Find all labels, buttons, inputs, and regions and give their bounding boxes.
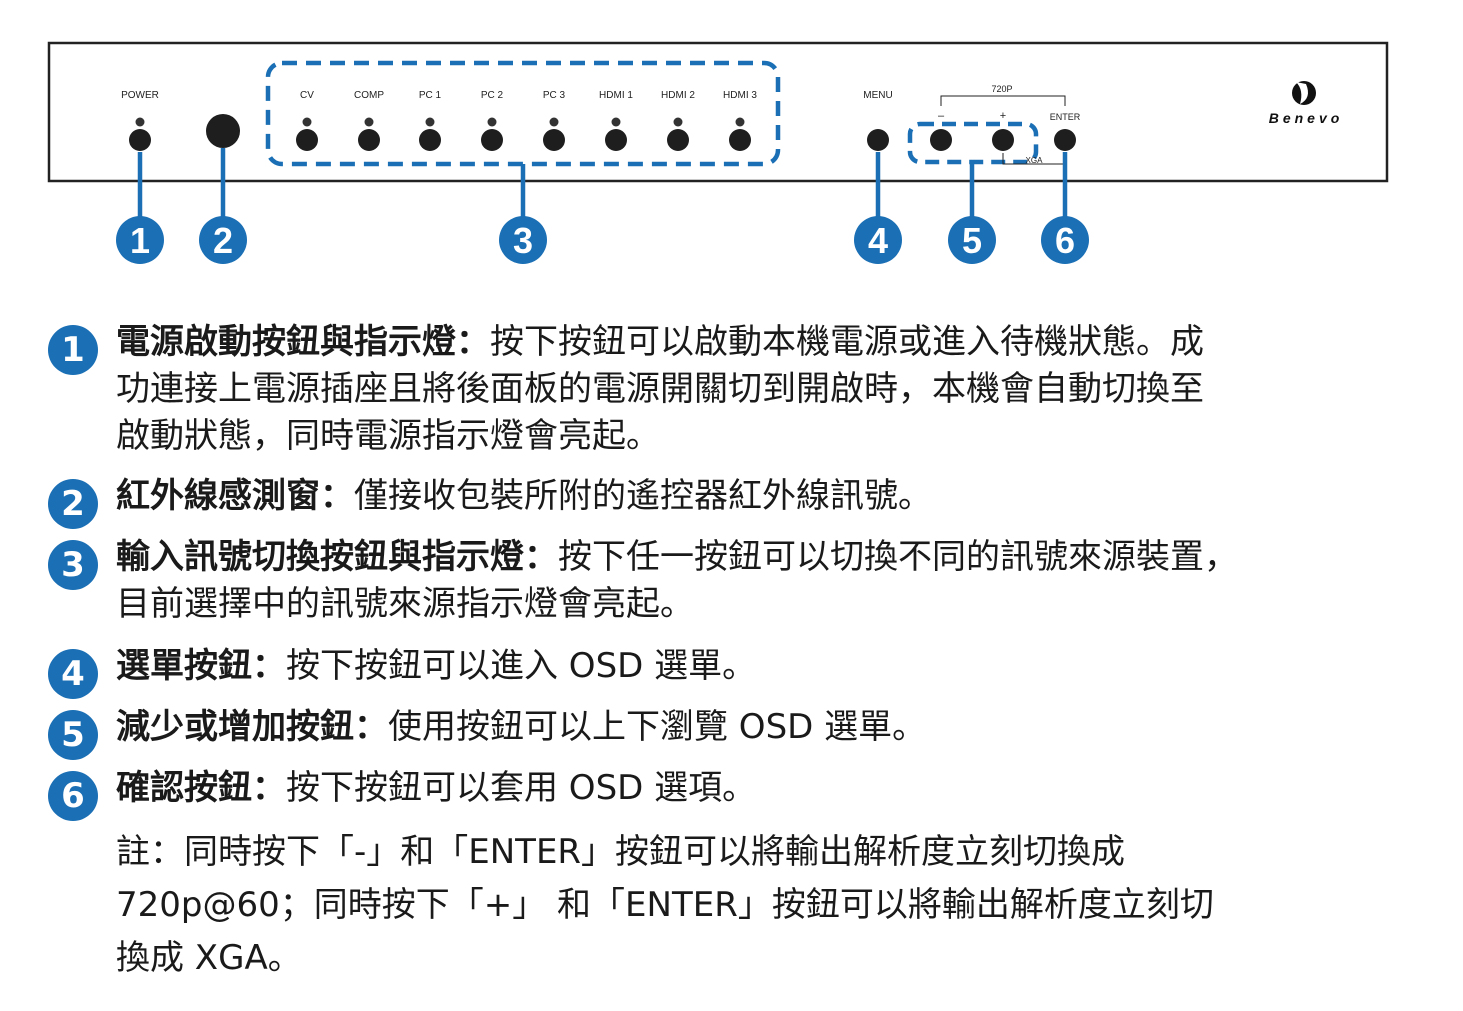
callout-number: 4 bbox=[868, 220, 888, 261]
power-button[interactable] bbox=[129, 129, 151, 151]
minus-label: – bbox=[938, 110, 945, 122]
input-button[interactable] bbox=[481, 129, 503, 151]
input-label: HDMI 3 bbox=[723, 90, 757, 101]
input-buttons: CV COMP PC 1 PC 2 PC 3 HDMI 1 HDMI 2 HDMI 3 bbox=[296, 90, 757, 151]
benevo-logo: Benevo bbox=[1269, 81, 1344, 126]
callout-lines bbox=[137, 148, 1068, 222]
input-label: HDMI 2 bbox=[661, 90, 695, 101]
desc-text: 確認按鈕：按下按鈕可以套用 OSD 選項。 bbox=[116, 765, 1391, 812]
res-720-bracket bbox=[940, 95, 1066, 106]
callout-number: 6 bbox=[1055, 220, 1075, 261]
desc-text: 選單按鈕：按下按鈕可以進入 OSD 選單。 bbox=[116, 643, 1391, 690]
input-group-frame bbox=[265, 60, 781, 167]
enter-button[interactable] bbox=[1054, 129, 1076, 151]
res-720-label: 720P bbox=[991, 84, 1012, 94]
desc-term: 選單按鈕： bbox=[116, 646, 286, 686]
menu-button[interactable] bbox=[867, 129, 889, 151]
callout-badge bbox=[1041, 216, 1089, 264]
input-label: PC 2 bbox=[481, 90, 504, 101]
desc-badge: 1 bbox=[48, 325, 98, 375]
desc-badge: 3 bbox=[48, 540, 98, 590]
descriptions: 1 電源啟動按鈕與指示燈：按下按鈕可以啟動本機電源或進入待機狀態。成 功連接上電… bbox=[48, 0, 1448, 1011]
desc-body: 按下按鈕可以套用 OSD 選項。 bbox=[286, 768, 757, 808]
input-button[interactable] bbox=[605, 129, 627, 151]
input-button[interactable] bbox=[667, 129, 689, 151]
desc-badge: 2 bbox=[48, 479, 98, 529]
callout-badge bbox=[116, 216, 164, 264]
desc-body: 按下任一按鈕可以切換不同的訊號來源裝置， 目前選擇中的訊號來源指示燈會亮起。 bbox=[116, 537, 1238, 624]
input-button[interactable] bbox=[729, 129, 751, 151]
desc-term: 電源啟動按鈕與指示燈： bbox=[116, 322, 490, 362]
input-label: CV bbox=[300, 90, 314, 101]
input-led bbox=[611, 117, 621, 127]
input-label: COMP bbox=[354, 90, 384, 101]
input-button[interactable] bbox=[358, 129, 380, 151]
desc-text: 電源啟動按鈕與指示燈：按下按鈕可以啟動本機電源或進入待機狀態。成 功連接上電源插… bbox=[116, 319, 1391, 460]
input-led bbox=[487, 117, 497, 127]
desc-term: 紅外線感測窗： bbox=[116, 476, 354, 516]
power-label: POWER bbox=[121, 90, 159, 101]
input-label: HDMI 1 bbox=[599, 90, 633, 101]
desc-text: 紅外線感測窗：僅接收包裝所附的遙控器紅外線訊號。 bbox=[116, 473, 1391, 520]
panel-outline bbox=[47, 41, 1389, 183]
desc-body: 僅接收包裝所附的遙控器紅外線訊號。 bbox=[354, 476, 932, 516]
xga-label: XGA bbox=[1026, 156, 1044, 165]
power-led bbox=[135, 117, 145, 127]
minus-button[interactable] bbox=[930, 129, 952, 151]
menu-label: MENU bbox=[863, 90, 892, 101]
note-text: 註：同時按下「-」和「ENTER」按鈕可以將輸出解析度立刻切換成 720p@60… bbox=[116, 832, 1214, 978]
input-button[interactable] bbox=[296, 129, 318, 151]
callout-number: 2 bbox=[213, 220, 233, 261]
input-button[interactable] bbox=[543, 129, 565, 151]
input-led bbox=[735, 117, 745, 127]
brand-name: Benevo bbox=[1269, 110, 1344, 126]
desc-badge: 5 bbox=[48, 710, 98, 760]
callout-number: 1 bbox=[130, 220, 150, 261]
callout-badges: 1 2 3 4 5 6 bbox=[116, 216, 1089, 264]
input-label: PC 1 bbox=[419, 90, 442, 101]
callout-number: 3 bbox=[513, 220, 533, 261]
desc-badge: 4 bbox=[48, 649, 98, 699]
callout-badge bbox=[948, 216, 996, 264]
plus-label: + bbox=[1000, 110, 1006, 122]
desc-term: 輸入訊號切換按鈕與指示燈： bbox=[116, 537, 558, 577]
callout-number: 5 bbox=[962, 220, 982, 261]
desc-badge: 6 bbox=[48, 771, 98, 821]
desc-text: 輸入訊號切換按鈕與指示燈：按下任一按鈕可以切換不同的訊號來源裝置， 目前選擇中的… bbox=[116, 534, 1391, 628]
input-led bbox=[364, 117, 374, 127]
front-panel-diagram: POWER CV COMP PC 1 PC 2 PC 3 HDMI 1 HDMI 2 HDMI… bbox=[47, 41, 1389, 264]
desc-term: 減少或增加按鈕： bbox=[116, 707, 388, 747]
plus-button[interactable] bbox=[992, 129, 1014, 151]
input-led bbox=[549, 117, 559, 127]
input-led bbox=[302, 117, 312, 127]
input-led bbox=[425, 117, 435, 127]
desc-text: 減少或增加按鈕：使用按鈕可以上下瀏覽 OSD 選單。 bbox=[116, 704, 1391, 751]
desc-body: 按下按鈕可以啟動本機電源或進入待機狀態。成 功連接上電源插座且將後面板的電源開關… bbox=[116, 322, 1204, 456]
callout-badge bbox=[199, 216, 247, 264]
callout-badge bbox=[499, 216, 547, 264]
desc-term: 確認按鈕： bbox=[116, 768, 286, 808]
desc-body: 按下按鈕可以進入 OSD 選單。 bbox=[286, 646, 757, 686]
enter-label: ENTER bbox=[1050, 112, 1081, 122]
logo-leaf-icon bbox=[1296, 82, 1308, 104]
desc-body: 使用按鈕可以上下瀏覽 OSD 選單。 bbox=[388, 707, 927, 747]
input-led bbox=[673, 117, 683, 127]
callout-badge bbox=[854, 216, 902, 264]
input-button[interactable] bbox=[419, 129, 441, 151]
ir-sensor-window bbox=[206, 114, 240, 148]
input-label: PC 3 bbox=[543, 90, 566, 101]
